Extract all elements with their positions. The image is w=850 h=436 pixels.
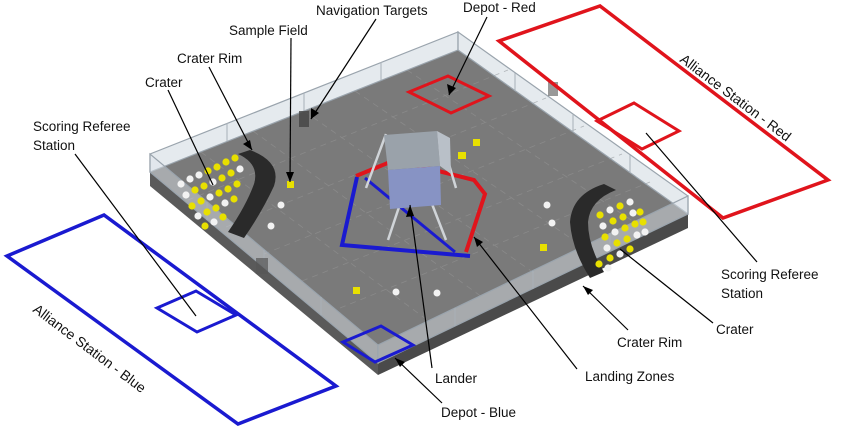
lander-top	[384, 131, 440, 170]
wall-door-right	[548, 82, 558, 96]
labels: Navigation Targets Depot - Red Sample Fi…	[33, 0, 819, 420]
leader-scoring-referee-left	[74, 153, 197, 317]
depot-red	[405, 74, 493, 115]
leader-landing-zones	[473, 236, 578, 370]
leader-crater-right	[619, 248, 714, 324]
label-scoring-referee-right-line2: Station	[721, 286, 763, 301]
label-depot-red: Depot - Red	[463, 0, 536, 15]
field-side-right	[378, 214, 688, 375]
label-crater-rim-left: Crater Rim	[177, 51, 242, 66]
leader-sample-field	[289, 37, 292, 183]
crater-rim-right-shape	[570, 184, 616, 278]
label-scoring-referee-left-line1: Scoring Referee	[33, 119, 131, 134]
wall-door-left	[256, 258, 268, 274]
label-depot-blue: Depot - Blue	[441, 405, 516, 420]
label-crater-right: Crater	[716, 322, 754, 337]
label-crater-left: Crater	[145, 75, 183, 90]
label-lander: Lander	[435, 371, 478, 386]
leader-scoring-referee-right	[645, 132, 758, 263]
scoring-referee-station-blue	[153, 289, 240, 334]
landing-zone-red	[355, 157, 488, 253]
leader-lines	[74, 16, 758, 404]
navigation-target-panel	[299, 111, 309, 127]
label-crater-rim-right: Crater Rim	[617, 335, 682, 350]
crater-right	[570, 184, 649, 278]
crater-left-minerals	[177, 154, 244, 230]
alliance-station-red-label: Alliance Station - Red	[677, 51, 794, 145]
sample-field-minerals	[267, 139, 556, 297]
label-navigation-targets: Navigation Targets	[316, 3, 428, 18]
leader-crater-rim-right	[582, 285, 629, 331]
landing-zone-blue	[339, 176, 471, 258]
lander	[364, 131, 466, 241]
alliance-station-red-outline	[495, 4, 832, 220]
leader-depot-red	[448, 16, 488, 96]
label-scoring-referee-left-line2: Station	[33, 138, 75, 153]
label-scoring-referee-right-line1: Scoring Referee	[721, 267, 819, 282]
leader-lander	[409, 204, 433, 369]
lander-front	[388, 166, 441, 209]
leader-depot-blue	[394, 357, 443, 404]
crater-left	[177, 150, 276, 238]
crater-rim-left-shape	[228, 150, 276, 238]
alliance-station-blue-outline	[3, 213, 340, 426]
label-sample-field: Sample Field	[229, 23, 308, 38]
scoring-referee-station-red	[593, 101, 683, 151]
lander-side	[437, 131, 451, 174]
label-landing-zones: Landing Zones	[585, 369, 675, 384]
depot-blue	[339, 324, 417, 364]
leader-crater-rim-left	[208, 66, 253, 151]
leader-crater-left	[167, 89, 214, 186]
leader-navigation-targets	[310, 18, 377, 120]
crater-right-minerals	[595, 198, 649, 272]
